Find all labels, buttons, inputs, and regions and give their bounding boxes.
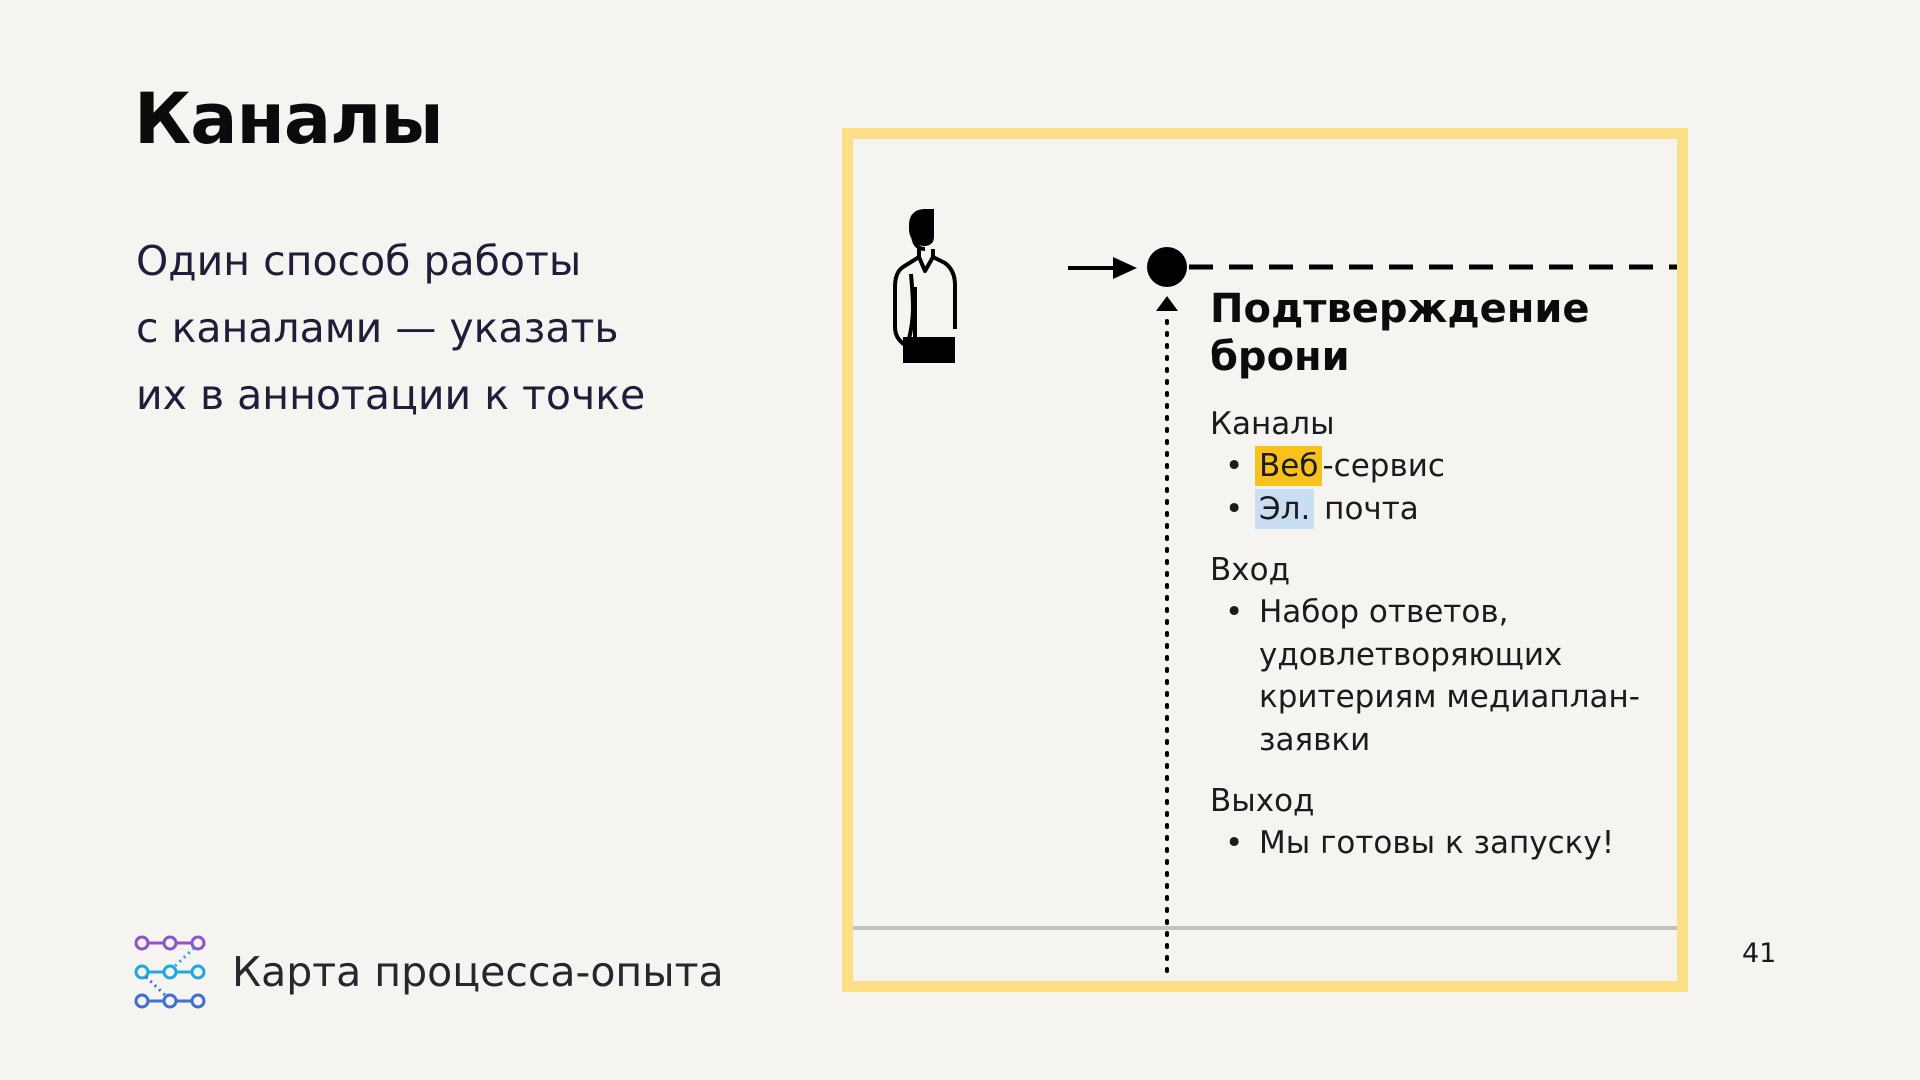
input-line: заявки [1259, 721, 1371, 758]
input-line: Набор ответов, [1259, 594, 1509, 630]
touchpoint-annotation: Подтверждение брони Каналы Веб-сервис Эл… [1210, 285, 1677, 884]
step-title: Подтверждение брони [1210, 285, 1677, 381]
lead-text: Один способ работы с каналами — указать … [136, 228, 736, 429]
input-label: Вход [1210, 552, 1291, 588]
input-list: Набор ответов, удовлетворяющих критериям… [1210, 591, 1677, 761]
diagram-frame: Подтверждение брони Каналы Веб-сервис Эл… [842, 128, 1688, 992]
arrow-up-icon [1156, 296, 1178, 311]
output-list: Мы готовы к запуску! [1210, 822, 1677, 865]
input-line: удовлетворяющих [1259, 636, 1563, 673]
step-title-line: Подтверждение [1210, 286, 1590, 332]
channel-rest: почта [1314, 490, 1419, 527]
channel-rest: -сервис [1322, 448, 1445, 484]
output-item: Мы готовы к запуску! [1210, 822, 1677, 865]
channel-highlight-email: Эл. [1255, 488, 1315, 529]
channels-label: Каналы [1210, 406, 1335, 442]
channel-highlight-web: Веб [1255, 446, 1323, 486]
slide-title: Каналы [134, 78, 444, 160]
channel-item: Эл. почта [1210, 488, 1677, 531]
lead-line: Один способ работы [136, 237, 582, 285]
lead-line: их в аннотации к точке [136, 371, 646, 419]
touchpoint-dot-icon [1147, 247, 1187, 287]
input-section: Вход Набор ответов, удовлетворяющих крит… [1210, 549, 1677, 761]
output-section: Выход Мы готовы к запуску! [1210, 780, 1677, 865]
channels-list: Веб-сервис Эл. почта [1210, 445, 1677, 531]
input-line: критериям медиаплан- [1259, 679, 1640, 715]
footer-label: Карта процесса-опыта [232, 948, 724, 996]
person-icon [893, 209, 957, 363]
lead-line: с каналами — указать [136, 304, 619, 352]
diagram-canvas [853, 209, 1677, 981]
output-label: Выход [1210, 783, 1315, 819]
step-title-line: брони [1210, 334, 1350, 380]
process-map-logo-icon [134, 935, 206, 1009]
arrow-right-icon [1068, 257, 1137, 279]
input-item: Набор ответов, удовлетворяющих критериям… [1210, 591, 1677, 761]
channel-item: Веб-сервис [1210, 445, 1677, 488]
page-number: 41 [1742, 938, 1777, 969]
channels-section: Каналы Веб-сервис Эл. почта [1210, 403, 1677, 531]
